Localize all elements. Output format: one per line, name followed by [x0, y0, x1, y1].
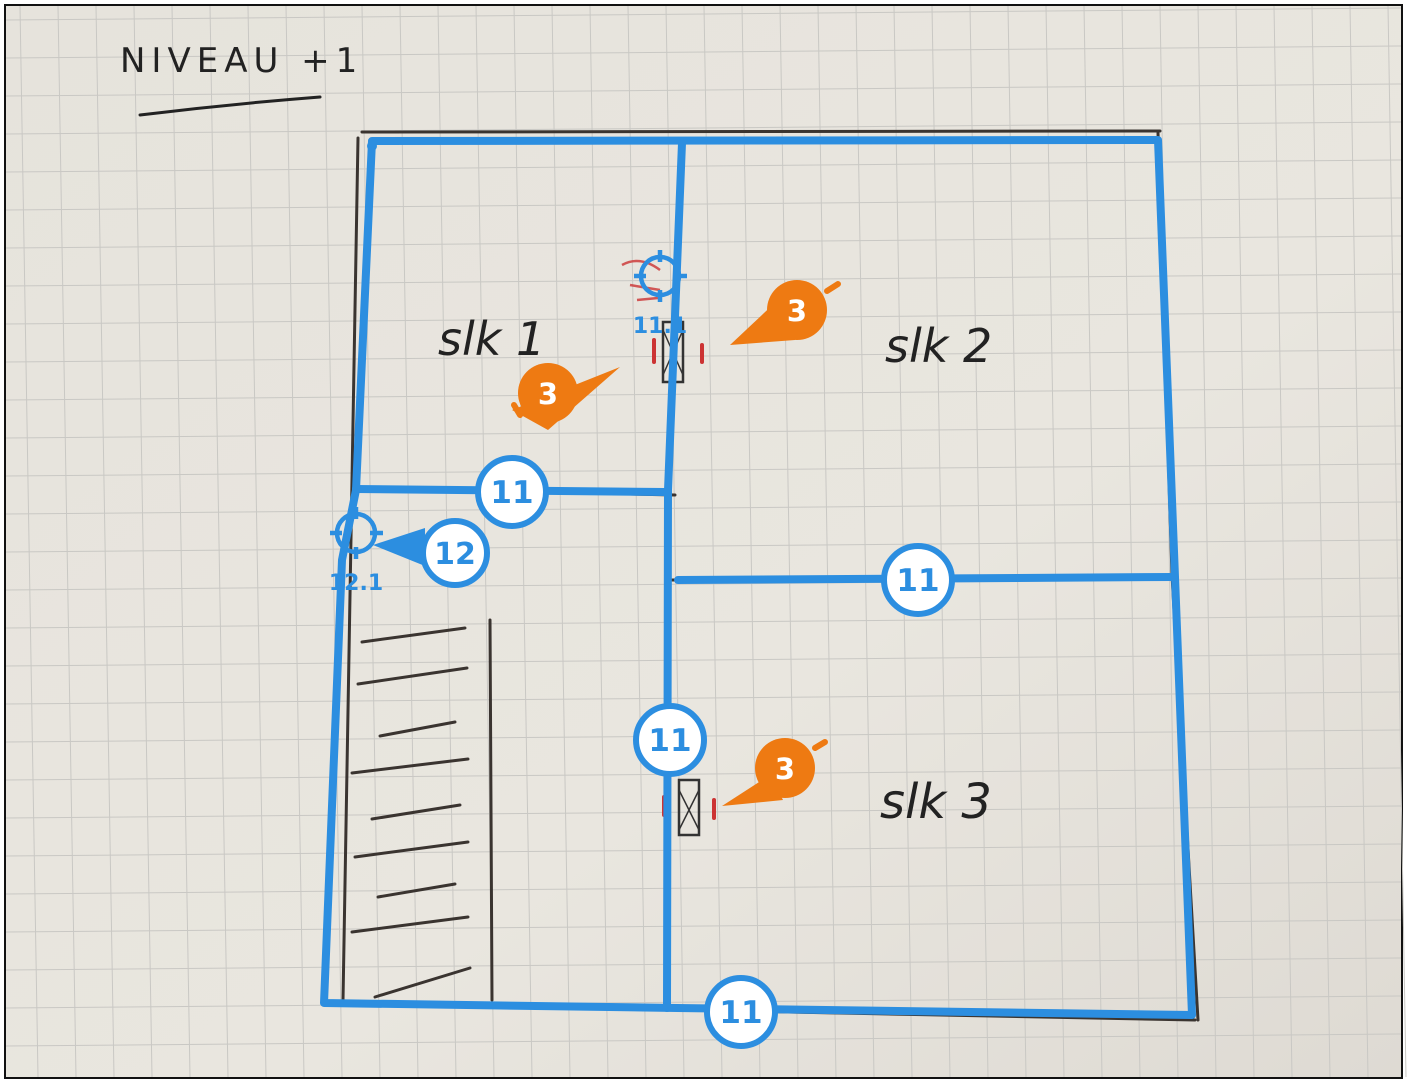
grid-line [1007, 5, 1027, 1078]
wall-marker-11[interactable]: 11 [475, 455, 549, 529]
grid-line [5, 159, 1402, 173]
grid-line [209, 5, 229, 1078]
wall-marker-11[interactable]: 11 [881, 543, 955, 617]
grid-line [5, 235, 1402, 249]
grid-line [171, 5, 191, 1078]
grid-line [133, 5, 153, 1078]
wall-marker-11[interactable]: 11 [633, 703, 707, 777]
grid-line [741, 5, 761, 1078]
grid-line [95, 5, 115, 1078]
page-title: NIVEAU +1 [120, 41, 363, 81]
grid-line [893, 5, 913, 1078]
room-label-slk-1: slk 1 [438, 312, 545, 366]
grid-line [5, 805, 1402, 819]
grid-line [285, 5, 305, 1078]
wall-node [367, 141, 377, 151]
grid-line [5, 615, 1402, 629]
grid-line [1121, 5, 1141, 1078]
grid-line [931, 5, 951, 1078]
marker-12-number: 12 [434, 537, 476, 572]
grid-line [323, 5, 343, 1078]
grid-line [5, 539, 1402, 553]
wall-marker-11-number: 11 [648, 723, 691, 759]
detector-marker-11-1[interactable]: 11.1 [633, 250, 687, 339]
grid-line [5, 957, 1402, 971]
grid-line [665, 5, 685, 1078]
detector-label-11-1: 11.1 [633, 314, 687, 339]
grid-line [5, 273, 1402, 287]
grid-line [551, 5, 571, 1078]
door-marker-3-number: 3 [775, 752, 795, 786]
detector-marker-12-1[interactable]: 12.1 [329, 507, 383, 596]
grid-line [1387, 5, 1407, 1078]
grid-line [5, 767, 1402, 781]
grid-line [627, 5, 647, 1078]
grid-line [5, 691, 1402, 705]
grid-line [817, 5, 837, 1078]
door-marker-3-number: 3 [787, 294, 807, 328]
marker-12[interactable]: 12 [373, 518, 490, 588]
grid-line [703, 5, 723, 1078]
wall-marker-11[interactable]: 11 [704, 975, 778, 1049]
door-marker-3[interactable]: 3 [730, 280, 841, 345]
grid-line [513, 5, 533, 1078]
grid-line [19, 5, 39, 1078]
grid-line [5, 7, 1402, 21]
wall-marker-11-number: 11 [490, 475, 533, 511]
grid-line [855, 5, 875, 1078]
title-underline [138, 95, 322, 117]
room-label-slk-3: slk 3 [880, 774, 992, 830]
grid-line [57, 5, 77, 1078]
door-marker-3[interactable]: 3 [511, 363, 620, 430]
grid-line [1349, 5, 1369, 1078]
wall-marker-11-number: 11 [896, 563, 939, 599]
grid-line [5, 919, 1402, 933]
detector-label-12-1: 12.1 [329, 571, 383, 596]
grid-line [5, 653, 1402, 667]
staircase-hatching [350, 626, 472, 999]
grid-line [5, 121, 1402, 135]
grid-line [5, 881, 1402, 895]
grid-line [5, 843, 1402, 857]
grid-line [779, 5, 799, 1078]
grid-line [5, 45, 1402, 59]
grid-line [247, 5, 267, 1078]
grid-line [1083, 5, 1103, 1078]
grid-line [5, 197, 1402, 211]
door-marker-3[interactable]: 3 [722, 738, 828, 806]
grid-line [589, 5, 609, 1078]
grid-line [5, 83, 1402, 97]
grid-line [5, 1033, 1402, 1047]
grid-line [1311, 5, 1331, 1078]
grid-line [969, 5, 989, 1078]
door-marker-3-number: 3 [538, 377, 558, 411]
room-label-slk-2: slk 2 [885, 319, 992, 373]
wall-marker-11-number: 11 [719, 995, 762, 1031]
grid-line [5, 995, 1402, 1009]
grid-line [1045, 5, 1065, 1078]
